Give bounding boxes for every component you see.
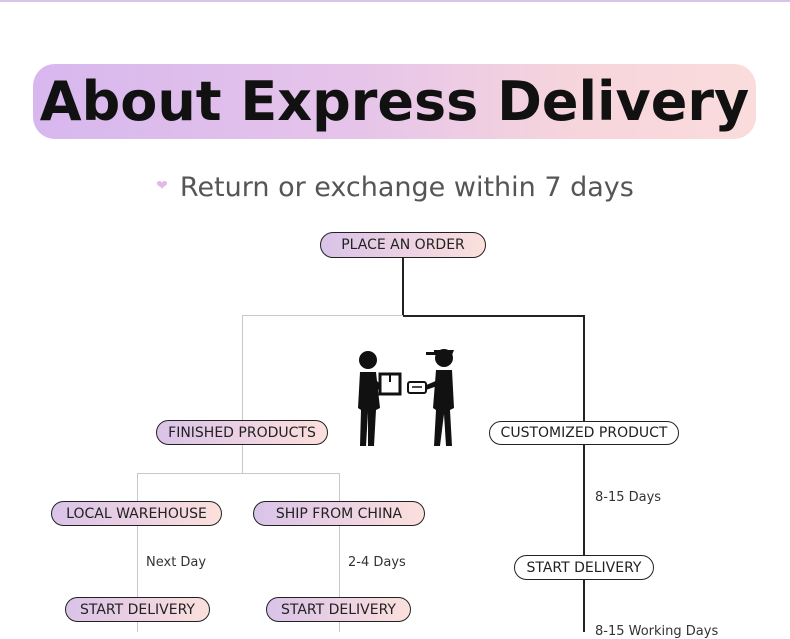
connector-warehouse-split [137, 473, 340, 474]
connector-china-delivery-down [339, 621, 340, 632]
heart-icon: ❤ [156, 178, 168, 194]
connector-china-down [339, 526, 340, 597]
node-label: START DELIVERY [280, 601, 396, 618]
node-start-delivery-china: START DELIVERY [266, 597, 411, 622]
node-local-warehouse: LOCAL WAREHOUSE [51, 501, 222, 526]
connector-china-up [339, 473, 340, 501]
return-policy: ❤ Return or exchange within 7 days [0, 172, 790, 203]
connector-local-delivery-down [137, 621, 138, 632]
node-label: PLACE AN ORDER [341, 237, 465, 253]
node-start-delivery-local: START DELIVERY [65, 597, 210, 622]
connector-custom-delivery-down [583, 580, 585, 632]
node-customized-product: CUSTOMIZED PRODUCT [489, 421, 679, 445]
connector-left-branch [242, 315, 404, 316]
node-label: SHIP FROM CHINA [275, 505, 403, 522]
connector-custom-down [583, 445, 585, 555]
node-label: START DELIVERY [79, 601, 195, 618]
connector-order-down [402, 258, 404, 316]
node-place-order: PLACE AN ORDER [320, 232, 486, 258]
connector-right-branch [403, 315, 584, 317]
duration-custom: 8-15 Days [595, 490, 662, 505]
node-label: LOCAL WAREHOUSE [66, 505, 207, 522]
page-title: About Express Delivery [39, 70, 750, 133]
connector-finished-up [242, 315, 243, 420]
connector-finished-down [242, 445, 243, 474]
duration-local: Next Day [146, 555, 207, 570]
title-banner: About Express Delivery [33, 64, 756, 139]
connector-custom-up [583, 315, 585, 421]
node-label: START DELIVERY [526, 559, 642, 576]
node-label: FINISHED PRODUCTS [168, 424, 316, 441]
node-finished-products: FINISHED PRODUCTS [156, 420, 328, 445]
return-policy-text: Return or exchange within 7 days [179, 172, 634, 203]
duration-china: 2-4 Days [348, 555, 406, 570]
connector-local-up [137, 473, 138, 501]
delivery-handover-icon [358, 349, 454, 446]
node-ship-from-china: SHIP FROM CHINA [253, 501, 425, 526]
node-start-delivery-custom: START DELIVERY [514, 555, 654, 580]
connector-local-down [137, 526, 138, 597]
node-label: CUSTOMIZED PRODUCT [500, 425, 668, 441]
top-divider [0, 0, 790, 2]
